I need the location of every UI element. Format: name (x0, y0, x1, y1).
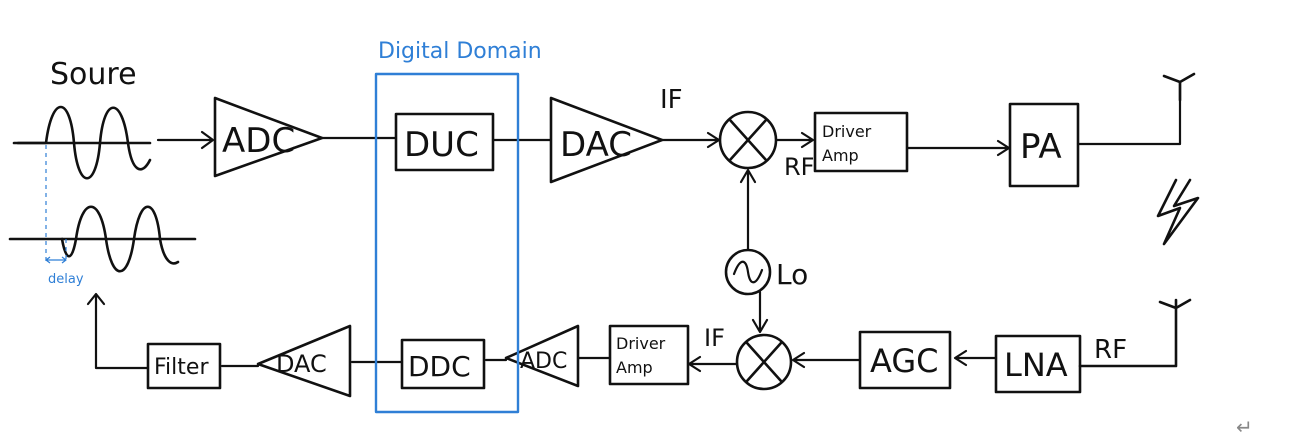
lna-block (994, 334, 1082, 394)
filter-label: Filter (154, 355, 209, 380)
source-to-adc-arrow (156, 130, 215, 150)
adc-rx-label: ADC (520, 349, 567, 374)
dac-to-mixer-arrow (660, 131, 721, 149)
lna-to-agc-arrow (953, 349, 998, 367)
lo-label: Lo (776, 258, 808, 291)
ddc-label: DDC (408, 350, 471, 383)
mixer-icon-rx (735, 333, 793, 391)
delayed-sine-wave (60, 205, 180, 273)
lna-label: LNA (1004, 346, 1068, 384)
pa-label: PA (1020, 127, 1062, 167)
rf-rx-label: RF (1094, 335, 1127, 365)
agc-label: AGC (870, 342, 938, 380)
digital-domain-label: Digital Domain (378, 39, 542, 64)
filter-block (146, 342, 222, 390)
mixer-icon (718, 110, 778, 170)
rf-tx-label: RF (784, 153, 814, 181)
agc-to-mixer-arrow (791, 351, 862, 369)
lo-to-tx-mixer-arrow (739, 168, 757, 252)
duc-label: DUC (404, 125, 479, 165)
dac-rx-block (256, 324, 352, 398)
dac-tx-label: DAC (560, 125, 632, 165)
ddc-block (400, 338, 486, 390)
adc-rx-block (504, 324, 580, 388)
lightning-icon (1156, 178, 1200, 246)
pa-to-antenna-line (1076, 80, 1182, 146)
driver-amp-rx-line1: Driver (616, 334, 666, 353)
source-sine-wave (16, 105, 152, 180)
adc-tx-label: ADC (222, 121, 295, 161)
duc-block (394, 112, 495, 172)
digital-domain-box (374, 72, 520, 414)
dac-tx-block (549, 96, 664, 184)
filter-to-source-arrowhead (86, 292, 106, 306)
filter-to-source-line (94, 294, 150, 370)
if-rx-label: IF (704, 324, 725, 352)
source-label: Soure (50, 57, 137, 92)
driver-amp-tx-line2: Amp (822, 146, 859, 165)
antenna-rx-icon (1078, 298, 1192, 368)
driver-amp-tx-block (813, 111, 909, 173)
mixer-to-driver-arrow (775, 131, 815, 149)
if-tx-label: IF (660, 85, 683, 115)
dac-rx-label: DAC (276, 350, 327, 378)
mixer-to-driver-rx-arrow (687, 355, 739, 373)
driver-amp-tx-line1: Driver (822, 122, 872, 141)
return-mark-icon: ↵ (1236, 415, 1253, 436)
lo-to-rx-mixer-arrow (751, 290, 769, 334)
driver-to-pa-arrow (905, 139, 1011, 157)
adc-tx-block (213, 96, 324, 178)
delay-arrow (45, 256, 67, 264)
antenna-tx-icon (1162, 72, 1196, 102)
driver-amp-rx-line2: Amp (616, 358, 653, 377)
oscillator-icon (724, 248, 772, 296)
driver-amp-rx-block (608, 324, 690, 386)
delay-label: delay (48, 272, 84, 287)
